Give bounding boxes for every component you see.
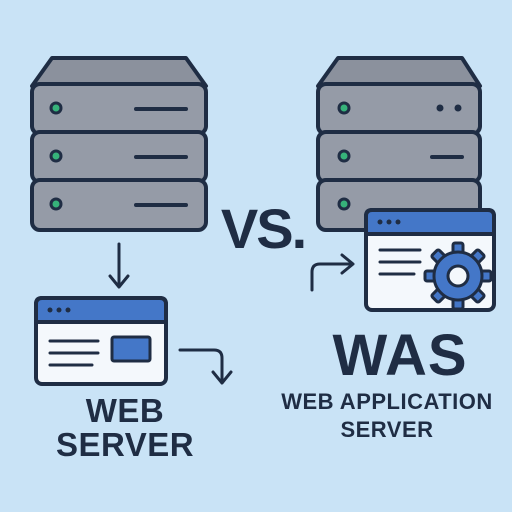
web-server-title: WEB SERVER	[40, 394, 210, 462]
gear-icon	[423, 241, 493, 311]
was-subtitle-line2: SERVER	[340, 417, 434, 442]
app-page-browser-window-gear-icon	[364, 208, 496, 312]
down-arrow-icon	[108, 242, 130, 289]
was-subtitle: WEB APPLICATION SERVER	[262, 388, 512, 444]
vs-separator: VS.	[220, 197, 307, 260]
was-subtitle-line1: WEB APPLICATION	[281, 389, 493, 414]
right-server-rack-icon	[316, 56, 482, 232]
web-server-title-line2: SERVER	[55, 426, 195, 463]
up-right-arrow-icon	[310, 253, 355, 292]
was-title: WAS	[332, 323, 468, 388]
left-server-rack-icon	[30, 56, 208, 232]
web-server-title-line1: WEB	[85, 392, 165, 429]
right-down-arrow-icon	[178, 348, 233, 385]
web-page-browser-window-icon	[34, 296, 168, 386]
